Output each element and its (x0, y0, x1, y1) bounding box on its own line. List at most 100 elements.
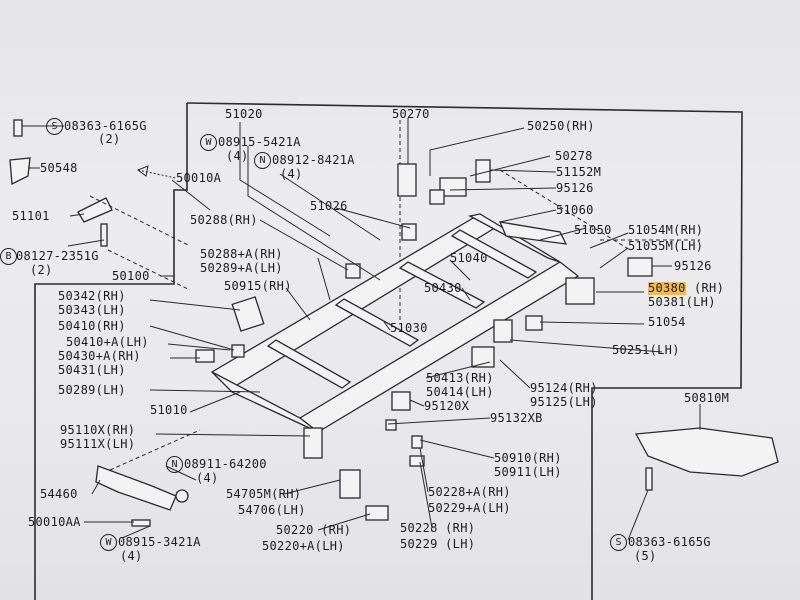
label-50228: 50228 (RH) (400, 521, 476, 535)
label-08363-bottom: 08363-6165G (628, 535, 711, 549)
label-54706: 54706(LH) (238, 503, 306, 517)
bracket-50288 (345, 263, 361, 279)
bracket-50270 (397, 163, 417, 197)
label-08363-top-qty: (2) (98, 132, 121, 146)
bracket-95126b (627, 257, 653, 277)
bracket-95120X (391, 391, 411, 411)
label-50413: 50413(RH) (426, 371, 494, 385)
label-08912-qty: (4) (280, 167, 303, 181)
label-54705M: 54705M(RH) (226, 487, 302, 501)
rear-crossmember (498, 221, 568, 245)
label-50229: 50229 (LH) (400, 537, 476, 551)
label-51054M: 51054M(RH) (628, 223, 704, 237)
label-50380-side: (RH) (694, 281, 725, 295)
label-50220: 50220 (RH) (276, 523, 352, 537)
label-51152M: 51152M (556, 165, 602, 179)
bracket-50278 (439, 177, 467, 197)
bracket-50430a (195, 349, 215, 363)
bracket-54705M (339, 469, 361, 499)
washer-08911 (175, 489, 189, 503)
part-50548 (9, 157, 31, 186)
label-50410-rh: 50410(RH) (58, 319, 126, 333)
label-50343: 50343(LH) (58, 303, 126, 317)
crossmember-rear (468, 213, 561, 263)
label-51054: 51054 (648, 315, 686, 329)
label-51030: 51030 (390, 321, 428, 335)
bracket-95126a (429, 189, 445, 205)
label-51101: 51101 (12, 209, 50, 223)
label-50229a: 50229+A(LH) (428, 501, 511, 515)
bracket-51152M (475, 159, 491, 183)
label-50289a: 50289+A(LH) (200, 261, 283, 275)
label-50250: 50250(RH) (527, 119, 595, 133)
label-50810M: 50810M (684, 391, 730, 405)
bolt-08127 (100, 223, 108, 247)
circle-symbol-s-2: S (610, 534, 627, 551)
leader-lines (22, 118, 701, 541)
label-50288a: 50288+A(RH) (200, 247, 283, 261)
label-50430: 50430 (424, 281, 462, 295)
bracket-50220 (365, 505, 389, 521)
bracket-95110X (303, 427, 323, 459)
label-51050: 51050 (574, 223, 612, 237)
label-95120X: 95120X (424, 399, 470, 413)
circle-symbol-n-2: N (166, 456, 183, 473)
label-50431: 50431(LH) (58, 363, 126, 377)
circle-symbol-b: B (0, 248, 17, 265)
label-08363-bottom-qty: (5) (634, 549, 657, 563)
label-95126-top: 95126 (556, 181, 594, 195)
label-50010AA: 50010AA (28, 515, 81, 529)
bracket-51026 (401, 223, 417, 241)
label-50380-part: 50380 (648, 281, 686, 295)
label-51060: 51060 (556, 203, 594, 217)
label-50270: 50270 (392, 107, 430, 121)
bracket-51054 (525, 315, 543, 331)
bracket-50910 (385, 419, 397, 431)
diagram-border (186, 102, 743, 600)
label-50414: 50414(LH) (426, 385, 494, 399)
label-50220a: 50220+A(LH) (262, 539, 345, 553)
label-50251: 50251(LH) (612, 343, 680, 357)
circle-symbol-w: W (200, 134, 217, 151)
bracket-50228 (409, 455, 425, 467)
label-50342: 50342(RH) (58, 289, 126, 303)
label-51040: 51040 (450, 251, 488, 265)
label-50915: 50915(RH) (224, 279, 292, 293)
label-50100: 50100 (112, 269, 150, 283)
label-08915-bottom-qty: (4) (120, 549, 143, 563)
circle-symbol-n: N (254, 152, 271, 169)
bracket-50251 (493, 319, 513, 343)
bolt-08363b (645, 467, 653, 491)
label-51055M: 51055M(LH) (628, 239, 704, 253)
crossmember-1 (266, 339, 352, 389)
label-95124: 95124(RH) (530, 381, 598, 395)
diagram-border-left (34, 103, 188, 600)
label-08915-top: 08915-5421A (218, 135, 301, 149)
label-50381: 50381(LH) (648, 295, 716, 309)
crossmember-3 (398, 261, 486, 309)
bracket-50342 (231, 296, 265, 332)
label-08127: 08127-2351G (16, 249, 99, 263)
crossmember-2 (334, 298, 420, 347)
label-50910: 50910(RH) (494, 451, 562, 465)
bracket-50410 (231, 344, 245, 358)
arrow-front (137, 169, 177, 179)
label-95132XB: 95132XB (490, 411, 543, 425)
bracket-50228a (411, 435, 423, 449)
bolt-08363a (13, 119, 23, 137)
label-08911: 08911-64200 (184, 457, 267, 471)
circle-symbol-w-2: W (100, 534, 117, 551)
label-08363-top: 08363-6165G (64, 119, 147, 133)
frame-front-crossmember (211, 371, 319, 433)
label-95111X: 95111X(LH) (60, 437, 136, 451)
label-95125: 95125(LH) (530, 395, 598, 409)
label-08127-qty: (2) (30, 263, 53, 277)
label-50548: 50548 (40, 161, 78, 175)
label-50278: 50278 (555, 149, 593, 163)
label-51010: 51010 (150, 403, 188, 417)
bracket-50380 (565, 277, 595, 305)
label-08912: 08912-8421A (272, 153, 355, 167)
label-51020: 51020 (225, 107, 263, 121)
